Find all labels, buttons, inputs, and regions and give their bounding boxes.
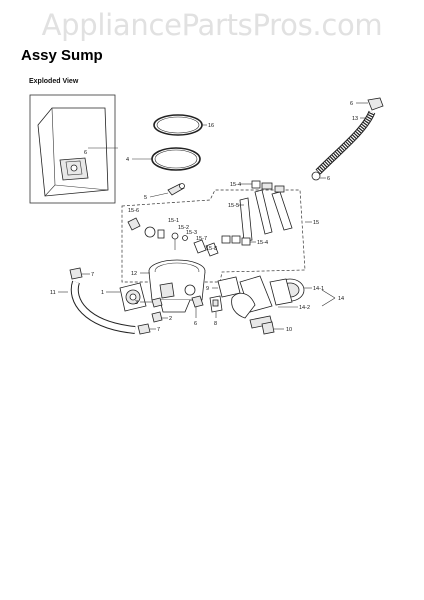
label-15-4b: 15-4: [257, 240, 268, 246]
valve-parts-15: [127, 217, 219, 257]
clips-15-4: [251, 180, 261, 189]
hose-15-5: [239, 182, 293, 242]
label-6a: 6: [84, 150, 87, 156]
tub-housing: [37, 107, 109, 197]
clamps-15-4b: [221, 235, 251, 246]
label-5: 5: [144, 195, 147, 201]
clip-2: [151, 311, 163, 323]
sensor-5: [167, 183, 185, 196]
label-15-2: 15-2: [178, 225, 189, 231]
page-title: Assy Sump: [21, 47, 103, 64]
label-2: 2: [169, 316, 172, 322]
label-14-1: 14-1: [313, 286, 324, 292]
label-15-4: 15-4: [230, 182, 241, 188]
label-6d: 6: [194, 321, 197, 327]
label-14: 14: [338, 296, 344, 302]
label-15-3: 15-3: [186, 230, 197, 236]
clip-6-bottom: [191, 295, 204, 308]
hose-11: [70, 280, 136, 334]
label-10: 10: [286, 327, 292, 333]
label-7a: 7: [91, 272, 94, 278]
gasket-16: [153, 114, 203, 136]
pump-assembly-14: [231, 275, 305, 329]
label-15-8: 15-8: [206, 246, 217, 252]
label-14-2: 14-2: [299, 305, 310, 311]
view-subtitle: Exploded View: [29, 78, 79, 85]
label-15-7: 15-7: [196, 236, 207, 242]
clip-7a: [69, 267, 83, 280]
clip-7b: [137, 323, 151, 335]
watermark: AppliancePartsPros.com: [41, 8, 383, 42]
label-6c: 6: [327, 176, 330, 182]
sump-body-12: [148, 259, 206, 313]
drain-hose-13: [311, 97, 384, 181]
label-12: 12: [131, 271, 137, 277]
label-15: 15: [313, 220, 319, 226]
gasket-4: [151, 147, 201, 171]
assembly-15-group: [121, 189, 306, 283]
label-16: 16: [208, 123, 214, 129]
label-8: 8: [214, 321, 217, 327]
label-9: 9: [206, 286, 209, 292]
clip-10: [261, 321, 275, 335]
clip-3: [151, 297, 163, 308]
label-15-6: 15-6: [128, 208, 139, 214]
pump-motor-1: [119, 282, 147, 312]
label-13: 13: [352, 116, 358, 122]
label-3: 3: [135, 300, 138, 306]
label-1: 1: [101, 290, 104, 296]
connector-8: [209, 295, 223, 313]
label-15-5: 15-5: [228, 203, 239, 209]
label-15-1: 15-1: [168, 218, 179, 224]
label-11: 11: [50, 290, 56, 296]
label-6b: 6: [350, 101, 353, 107]
label-4: 4: [126, 157, 129, 163]
label-7b: 7: [157, 327, 160, 333]
inset-frame: [29, 94, 116, 204]
